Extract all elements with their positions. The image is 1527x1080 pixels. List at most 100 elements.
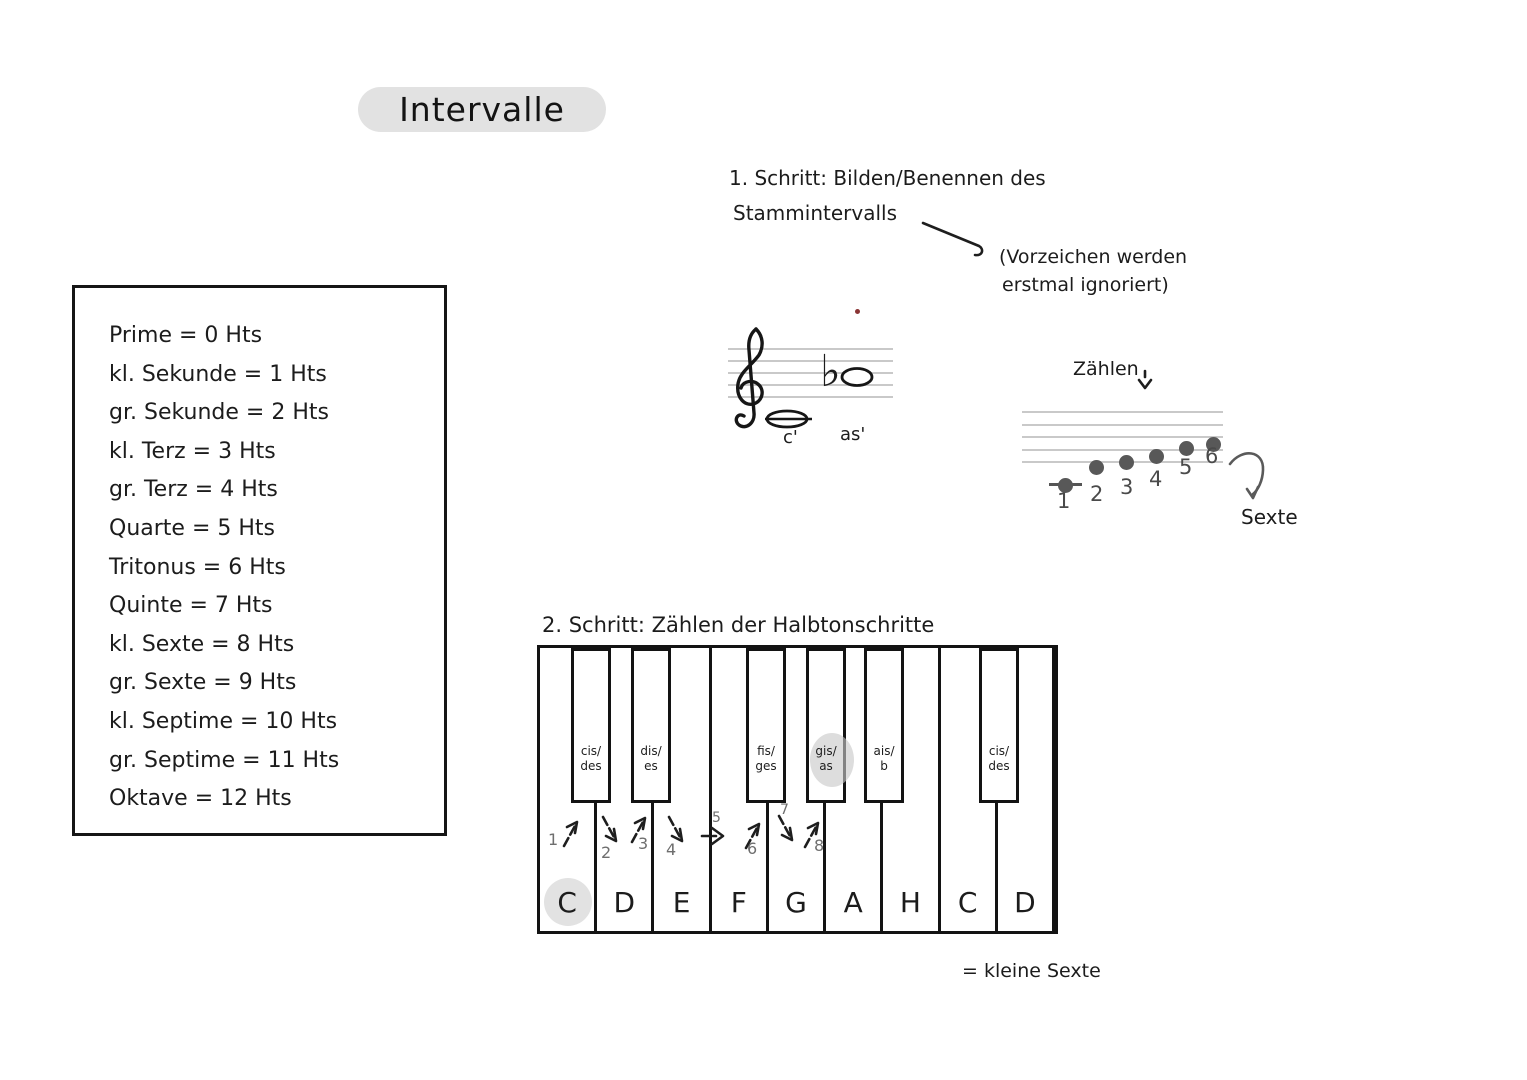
- down-arrow-icon: [1137, 369, 1153, 390]
- interval-row: Quarte = 5 Hts: [109, 515, 275, 541]
- counting-dot: [1058, 478, 1073, 493]
- black-key-ais-b: ais/ b: [864, 648, 904, 803]
- counting-number: 4: [1149, 467, 1163, 491]
- white-key-d2: D: [998, 648, 1055, 931]
- counting-dot: [1089, 460, 1104, 475]
- vorzeichen-note-line1: (Vorzeichen werden: [999, 246, 1188, 268]
- half-step-number: 5: [712, 810, 721, 826]
- staff-line: [728, 396, 893, 398]
- half-step-number: 8: [814, 836, 825, 855]
- white-key-label: C: [957, 886, 978, 919]
- counting-number: 1: [1057, 489, 1071, 513]
- vorzeichen-note-line2: erstmal ignoriert): [1002, 274, 1169, 296]
- counting-staff-line: [1022, 424, 1223, 426]
- half-step-number: 7: [780, 802, 789, 818]
- half-step-number: 6: [747, 839, 758, 858]
- up-right-arrow-icon: [630, 816, 647, 844]
- counting-label: Zählen: [1073, 358, 1139, 380]
- down-right-arrow-icon: [667, 815, 684, 843]
- interval-table: Prime = 0 Hts kl. Sekunde = 1 Hts gr. Se…: [72, 285, 447, 836]
- staff-line: [728, 384, 893, 386]
- black-key-label: fis/: [757, 744, 775, 758]
- staff-line: [728, 360, 893, 362]
- counting-staff-line: [1022, 411, 1223, 413]
- interval-row: kl. Septime = 10 Hts: [109, 708, 338, 734]
- interval-row: gr. Terz = 4 Hts: [109, 477, 278, 503]
- staff-line: [728, 372, 893, 374]
- black-key-label: ges: [755, 759, 777, 773]
- interval-row: Oktave = 12 Hts: [109, 786, 292, 812]
- treble-clef-icon: [734, 327, 764, 429]
- flat-sign: ♭: [820, 346, 841, 397]
- white-key-label: D: [613, 886, 636, 919]
- up-right-arrow-icon: [744, 822, 761, 850]
- black-key-label: cis/: [988, 744, 1010, 758]
- interval-row: kl. Sekunde = 1 Hts: [109, 361, 327, 387]
- interval-row: Tritonus = 6 Hts: [109, 554, 286, 580]
- interval-row: kl. Terz = 3 Hts: [109, 438, 276, 464]
- counting-staff-line: [1022, 436, 1223, 438]
- page-title: Intervalle: [358, 87, 606, 132]
- up-right-arrow-icon: [562, 820, 579, 848]
- half-step-number: 4: [666, 840, 677, 859]
- interval-row: gr. Sexte = 9 Hts: [109, 670, 297, 696]
- note-label-as: as': [840, 424, 866, 445]
- half-step-number: 1: [548, 830, 559, 849]
- curved-arrow-icon: [1228, 452, 1265, 500]
- counting-dot: [1119, 455, 1134, 470]
- black-key-label: cis/: [580, 744, 602, 758]
- interval-row: Prime = 0 Hts: [109, 323, 263, 348]
- black-key-cis-des-2: cis/ des: [979, 648, 1019, 803]
- counting-dot: [1179, 441, 1194, 456]
- interval-row: gr. Septime = 11 Hts: [109, 747, 340, 773]
- counting-number: 2: [1090, 482, 1104, 506]
- counting-staff-line: [1022, 449, 1223, 451]
- black-key-fis-ges: fis/ ges: [746, 648, 786, 803]
- black-key-label: gis/: [815, 744, 837, 758]
- interval-row: Quinte = 7 Hts: [109, 593, 273, 619]
- white-key-e: E: [654, 648, 712, 931]
- up-right-arrow-icon: [803, 821, 820, 849]
- black-key-label: ais/: [873, 744, 895, 758]
- white-key-label: C: [557, 886, 577, 919]
- black-key-label: des: [988, 759, 1010, 773]
- step1-heading-line1: 1. Schritt: Bilden/Benennen des: [729, 166, 1046, 190]
- step1-heading-line2: Stammintervalls: [733, 201, 897, 225]
- white-key-label: G: [785, 886, 807, 919]
- white-key-label: E: [672, 886, 691, 919]
- step2-heading: 2. Schritt: Zählen der Halbtonschritte: [542, 613, 935, 637]
- counting-dot: [1206, 437, 1221, 452]
- black-key-cis-des-1: cis/ des: [571, 648, 611, 803]
- step2-result: = kleine Sexte: [962, 960, 1101, 982]
- right-arrow-icon: [700, 826, 725, 846]
- counting-dot: [1149, 449, 1164, 464]
- black-key-label: des: [580, 759, 602, 773]
- down-right-arrow-icon: [777, 814, 794, 842]
- down-right-arrow-icon: [601, 815, 618, 843]
- note-label-c: c': [783, 427, 798, 448]
- staff-line: [728, 348, 893, 350]
- key-highlight-c: [544, 878, 592, 926]
- counting-result: Sexte: [1241, 505, 1298, 529]
- black-key-label: as: [819, 759, 833, 773]
- black-key-label: dis/: [640, 744, 662, 758]
- key-highlight-gis-as: [810, 733, 854, 787]
- white-key-h: H: [883, 648, 941, 931]
- example-notes: [765, 367, 874, 429]
- white-key-label: D: [1014, 886, 1036, 919]
- whole-note-as-icon: [840, 367, 874, 387]
- black-key-label: es: [644, 759, 658, 773]
- black-key-dis-es: dis/ es: [631, 648, 671, 803]
- interval-row: kl. Sexte = 8 Hts: [109, 631, 295, 657]
- interval-row: gr. Sekunde = 2 Hts: [109, 400, 329, 426]
- red-pen-dot: [855, 309, 860, 314]
- piano-keyboard: C D E F G A H C D cis/ des dis/ es fis/ …: [537, 645, 1058, 934]
- white-key-label: A: [843, 886, 863, 919]
- half-step-number: 2: [601, 843, 612, 862]
- counting-number: 3: [1120, 475, 1134, 499]
- counting-number: 5: [1179, 455, 1193, 479]
- half-step-number: 3: [638, 834, 649, 853]
- white-key-label: H: [899, 886, 921, 919]
- step1-pointer-arrow-icon: [921, 221, 984, 257]
